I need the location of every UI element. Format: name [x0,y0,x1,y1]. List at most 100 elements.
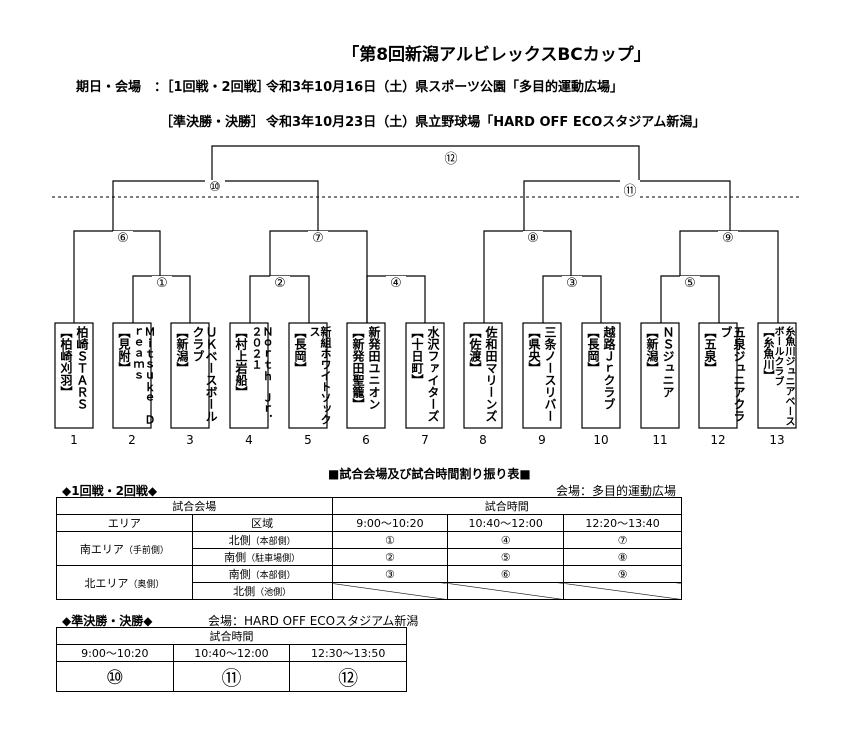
table-row: 南側（駐車場側） ② ⑤ ⑧ [57,548,682,566]
team-10-name: 越路Ｊｒクラブ [602,326,616,410]
header-time: 試合時間 [56,627,407,645]
semis-time-3: 12:30～13:50 [289,644,407,662]
match-5-label: ⑤ [680,276,700,291]
match-12-label: ⑫ [441,148,461,167]
zone-cell: 北側（本部側） [191,531,333,549]
match-8-label: ⑧ [523,231,543,246]
team-13-name: 糸魚川ジュニアベースボールクラブ [772,326,794,426]
team-5-region: 【長岡】 [293,326,307,374]
team-11-name: ＮＳジュニア [661,326,675,398]
team-4-name: Ｎｏｒｔｈ Ｊｒ．２０２１ [250,326,274,425]
game-cell: ⑧ [563,548,682,566]
schedule-detail-first: 令和3年10月16日（土）県スポーツ公園「多目的運動広場」 [266,80,623,95]
team-7-region: 【十日町】 [410,326,424,386]
time-slot-2: 10:40～12:00 [447,514,565,532]
semis-time-1: 9:00～10:20 [56,644,174,662]
allocation-heading: ■試合会場及び試合時間割り振り表■ [328,467,531,481]
area-north: 北エリア（奥側） [56,565,193,600]
team-13-number: 13 [769,433,785,447]
header-area: エリア [56,514,193,532]
team-6-number: 6 [362,433,370,447]
page-title: 「第8回新潟アルビレックスBCカップ」 [342,45,651,65]
team-7-name: 水沢ファイターズ [426,326,440,422]
game-cell: ⑤ [447,548,565,566]
match-7-label: ⑦ [308,231,328,246]
team-12-region: 【五泉】 [703,326,717,374]
game-cell: ③ [331,565,449,583]
match-2-label: ② [270,276,290,291]
semis-game-2: ⑪ [172,661,291,692]
game-cell: ⑥ [447,565,565,583]
team-2-number: 2 [128,433,136,447]
round12-venue: 会場：多目的運動広場 [556,484,677,498]
zone-cell: 南側（本部側） [191,565,333,583]
zone-cell: 北側（池側） [191,582,333,600]
semis-label: ◆準決勝・決勝◆ [62,614,153,628]
round12-schedule-table: 試合会場 試合時間 エリア 区域 9:00～10:20 10:40～12:00 … [56,497,682,600]
team-11-region: 【新潟】 [645,326,659,374]
team-3-name: ＵＫベースボールクラブ [191,326,218,422]
team-6-region: 【新発田聖籠】 [351,326,365,410]
area-south: 南エリア（手前側） [56,531,193,566]
team-12-number: 12 [710,433,726,447]
game-cell: ① [331,531,449,549]
game-cell: ⑨ [563,565,682,583]
team-1-name: 柏崎ＳＴＡＲＳ [75,326,89,410]
team-2-name: Ｍｉｔｓｕｋｅ Ｄｒｅａｍｓ [132,326,156,425]
team-3-number: 3 [186,433,194,447]
empty-game-cell [331,582,449,600]
team-10-region: 【長岡】 [586,326,600,374]
semis-time-2: 10:40～12:00 [172,644,291,662]
schedule-detail-semis: 令和3年10月23日（土）県立野球場「HARD OFF ECOスタジアム新潟」 [266,115,706,130]
table-row: 南エリア（手前側） 北側（本部側） ① ④ ⑦ [56,531,682,566]
team-6-name: 新発田ユニオン [367,326,381,410]
match-4-label: ④ [386,276,406,291]
team-1-region: 【柏崎刈羽】 [59,326,73,398]
match-6-label: ⑥ [113,231,133,246]
match-11-label: ⑪ [620,180,640,199]
team-4-region: 【村上岩船】 [234,326,248,398]
team-11-number: 11 [652,433,668,447]
team-1-number: 1 [70,433,78,447]
semis-venue: 会場：HARD OFF ECOスタジアム新潟 [208,614,419,628]
header-venue: 試合会場 [56,497,333,515]
match-9-label: ⑨ [718,231,738,246]
team-13-region: 【糸魚川】 [762,326,775,381]
time-slot-1: 9:00～10:20 [331,514,449,532]
team-8-number: 8 [479,433,487,447]
game-cell: ④ [447,531,565,549]
team-7-number: 7 [421,433,429,447]
round12-label: ◆1回戦・2回戦◆ [62,484,158,498]
team-10-number: 10 [593,433,609,447]
header-zone: 区域 [191,514,333,532]
time-slot-3: 12:20～13:40 [563,514,682,532]
match-1-label: ① [152,276,172,291]
schedule-label-first: 期日・会場 ：［1回戦・2回戦］ [76,80,270,95]
game-cell: ⑦ [563,531,682,549]
zone-cell: 南側（駐車場側） [191,548,333,566]
header-time: 試合時間 [331,497,682,515]
game-cell: ② [331,548,449,566]
match-3-label: ③ [562,276,582,291]
schedule-label-semis: ［準決勝・決勝］ [160,115,265,130]
team-8-region: 【佐渡】 [468,326,482,374]
semis-schedule-table: 試合時間 9:00～10:20 10:40～12:00 12:30～13:50 … [56,627,407,692]
team-4-number: 4 [245,433,253,447]
team-5-name: 新組ホワイトソックス [308,326,332,425]
empty-game-cell [563,582,682,600]
team-9-region: 【県央】 [527,326,541,374]
table-row: 北側（池側） [57,582,682,600]
table-row: 北エリア（奥側） 南側（本部側） ③ ⑥ ⑨ [56,565,682,600]
match-10-label: ⑩ [205,180,225,195]
team-3-region: 【新潟】 [175,326,189,374]
team-12-name: 五泉ジュニアクラブ [719,326,746,422]
team-9-number: 9 [538,433,546,447]
team-2-region: 【見附】 [117,326,131,374]
team-8-name: 佐和田マリーンズ [484,326,498,422]
team-5-number: 5 [304,433,312,447]
semis-game-3: ⑫ [289,661,407,692]
team-9-name: 三条ノースリバー [543,326,557,422]
semis-game-1: ⑩ [56,661,174,692]
empty-game-cell [447,582,565,600]
